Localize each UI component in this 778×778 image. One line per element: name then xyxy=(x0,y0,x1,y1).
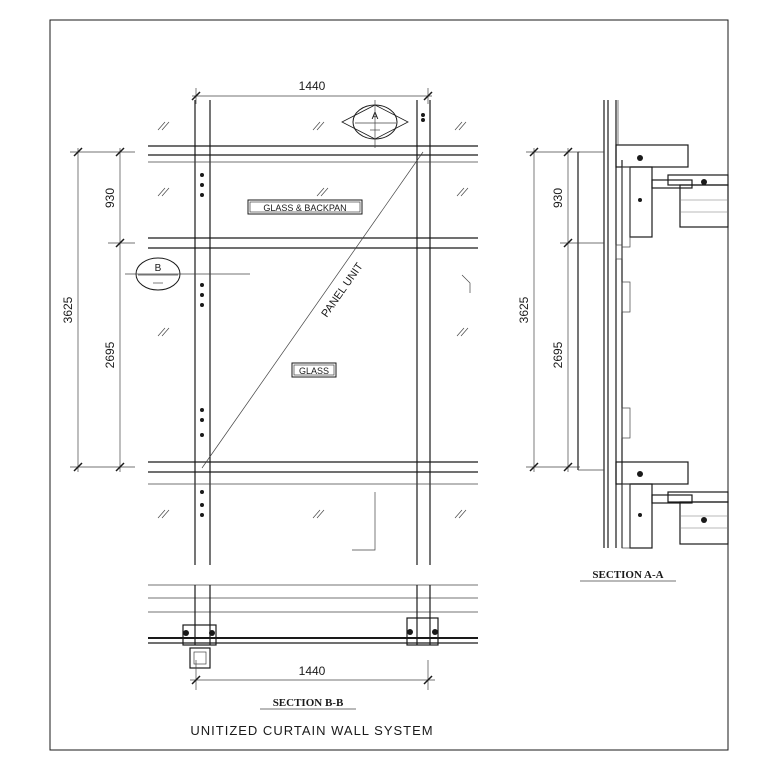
drawing-title: UNITIZED CURTAIN WALL SYSTEM xyxy=(190,723,433,738)
glass-hatch-marks xyxy=(157,121,469,519)
svg-text:1440: 1440 xyxy=(299,79,326,93)
stack-joint-top xyxy=(615,100,729,248)
svg-text:2695: 2695 xyxy=(103,341,117,368)
section-aa: 3625 930 2695 SECTION A-A xyxy=(517,100,729,582)
callout-a: A xyxy=(341,100,409,148)
stack-joint-bottom xyxy=(615,461,729,549)
elevation-view: GLASS & BACKPAN GLASS PANEL UNIT A B xyxy=(61,79,478,565)
svg-text:3625: 3625 xyxy=(61,296,75,323)
svg-text:2695: 2695 xyxy=(551,341,565,368)
glass-backpan-label: GLASS & BACKPAN xyxy=(263,203,346,213)
glass-backpan-label-box xyxy=(247,199,363,215)
dimension-height-left: 3625 930 2695 xyxy=(61,147,135,472)
svg-text:930: 930 xyxy=(551,188,565,208)
svg-text:B: B xyxy=(155,263,162,274)
mullion-fixings xyxy=(200,113,425,517)
glass-label: GLASS xyxy=(299,366,329,376)
svg-text:1440: 1440 xyxy=(299,664,326,678)
section-aa-title: SECTION A-A xyxy=(592,569,663,581)
section-bb-title: SECTION B-B xyxy=(273,697,344,709)
callout-b: B xyxy=(125,257,250,291)
drawing-border xyxy=(49,19,729,751)
glass-label-box xyxy=(291,362,337,378)
svg-text:930: 930 xyxy=(103,188,117,208)
dimension-width-top: 1440 xyxy=(191,79,433,104)
svg-text:3625: 3625 xyxy=(517,296,531,323)
section-bb: 1440 SECTION B-B xyxy=(148,584,478,710)
